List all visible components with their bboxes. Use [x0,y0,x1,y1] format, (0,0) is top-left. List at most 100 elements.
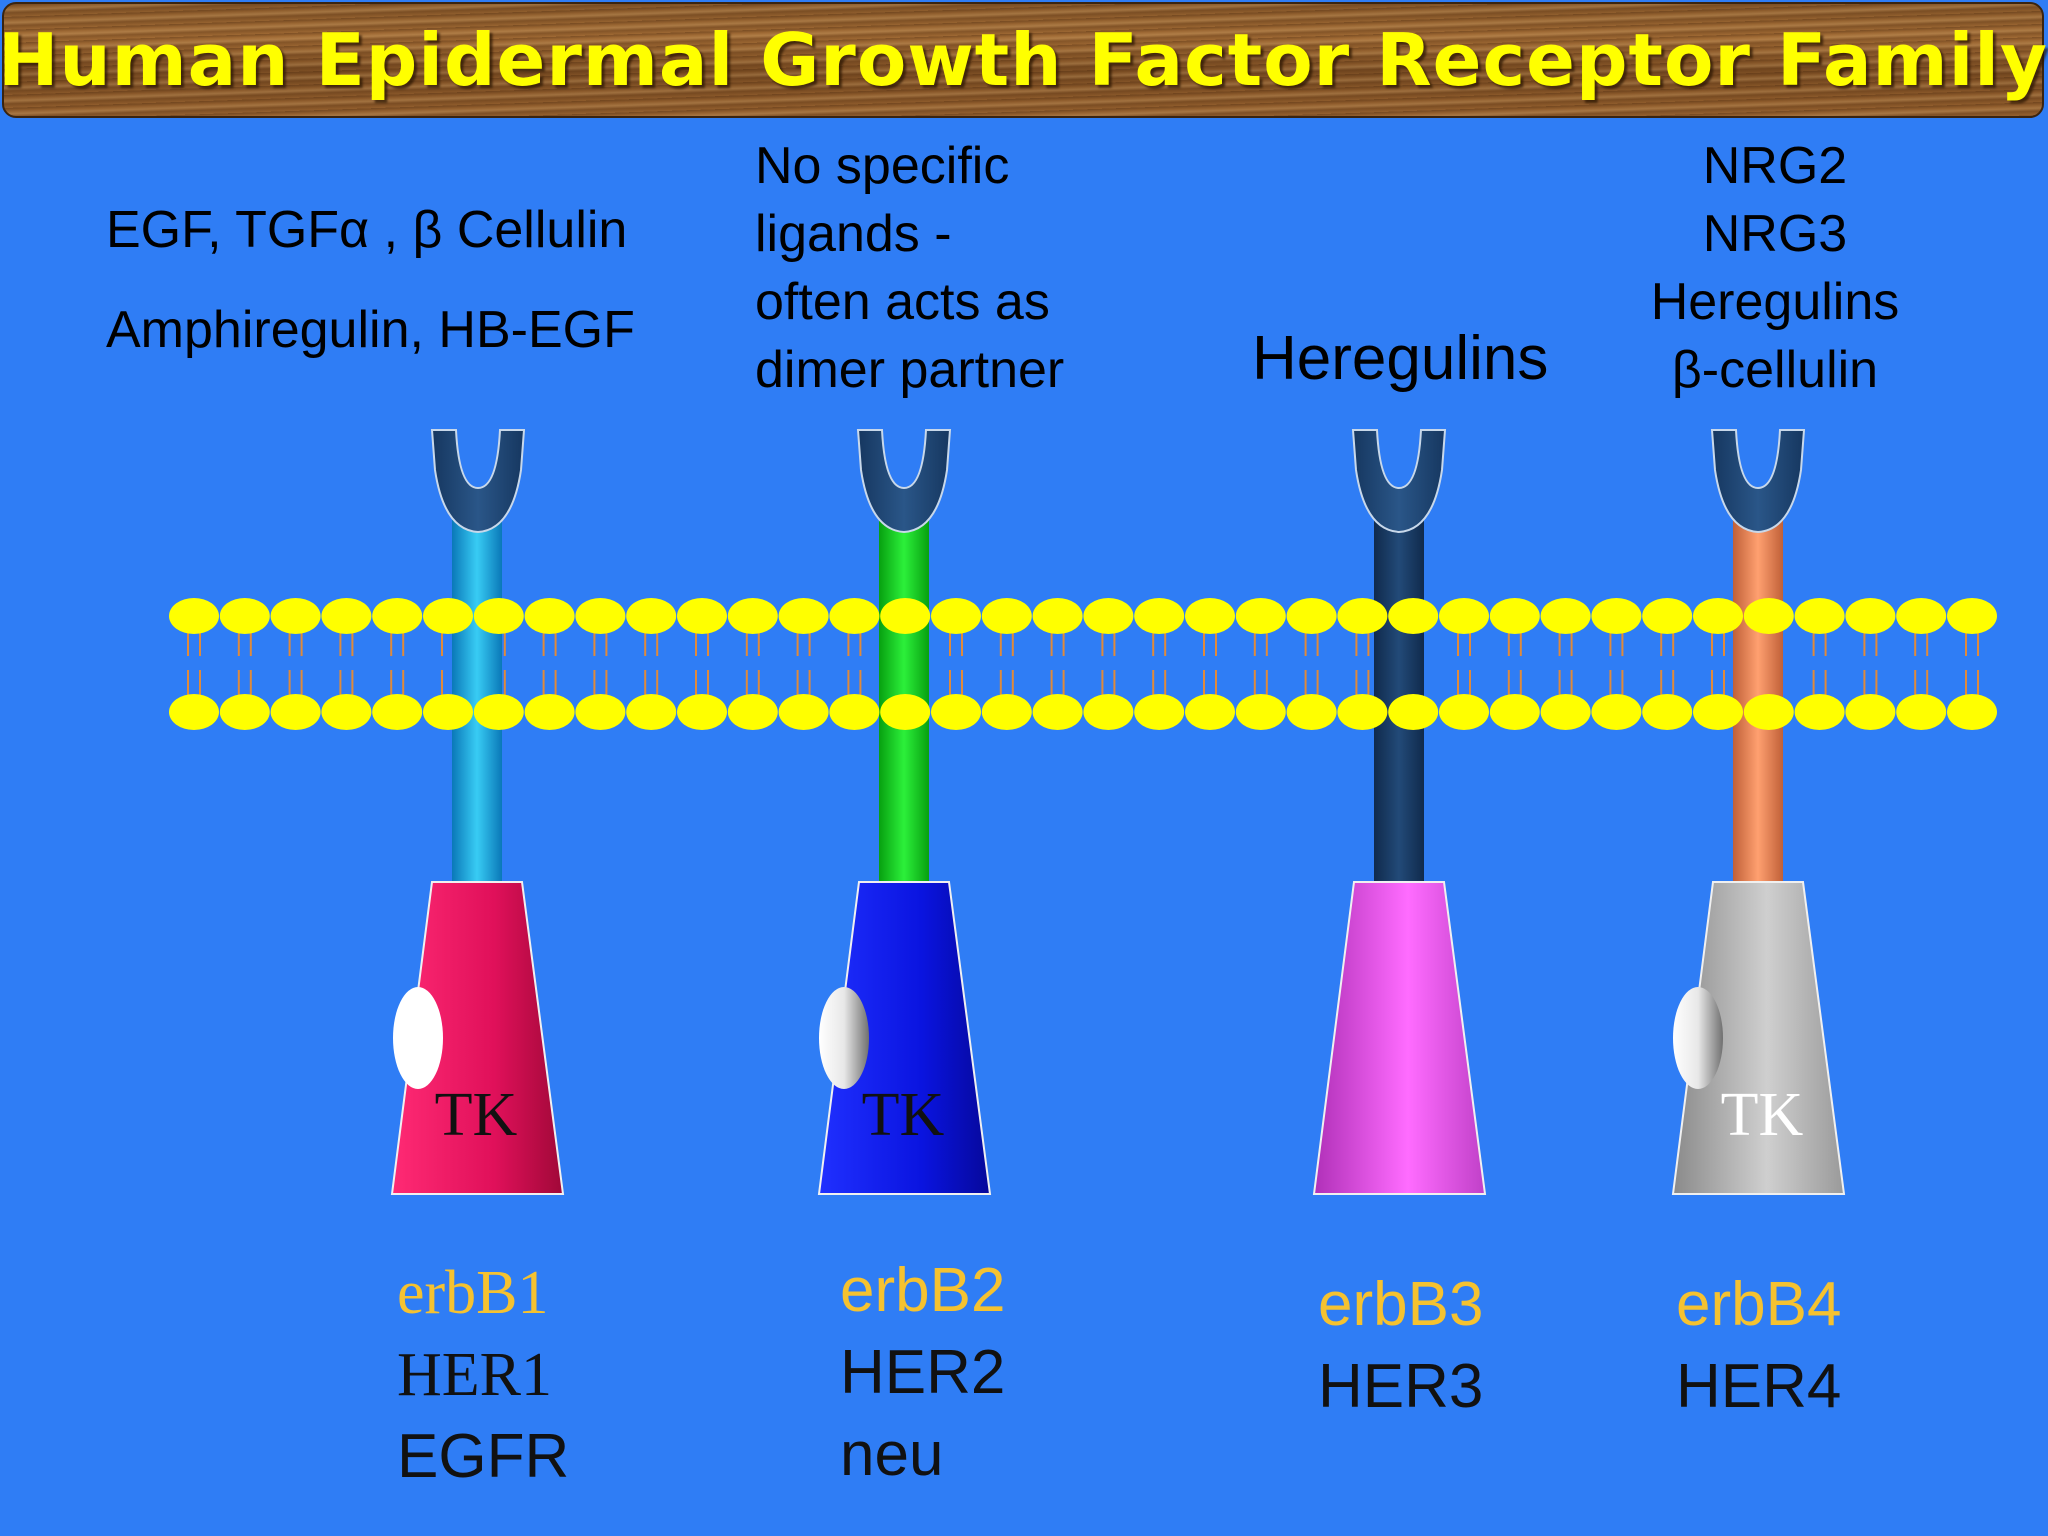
phospholipid-head [575,694,626,730]
phospholipid-head [1947,598,1997,634]
phospholipid-head [1337,694,1388,730]
phospholipid-head [1489,694,1540,730]
phospholipid-head [1032,694,1083,730]
erbb2-ligand-binding-domain [856,429,952,534]
phospholipid-head [727,598,778,634]
erbb2-kinase-domain [817,881,992,1195]
phospholipid-head [1439,598,1489,634]
phospholipid-head [1235,694,1286,730]
receptor-names-erbb4: erbB4 HER4 [1676,1264,1841,1428]
erbb1-kinase-domain [390,881,565,1195]
ligand-line: EGF, TGFα , β Cellulin [106,201,628,259]
phospholipid-head [1642,694,1693,730]
erbb4-ligand-binding-domain [1710,429,1806,534]
erbb4-kinase-domain [1671,881,1846,1195]
phospholipid-head [1896,694,1947,730]
phospholipid-head [1743,598,1794,634]
phospholipid-head [473,694,524,730]
ligand-line: NRG3 [1702,205,1848,263]
ligand-line: β-cellulin [1671,341,1879,399]
phospholipid-head [372,694,423,730]
phospholipid-head [626,694,677,730]
phospholipid-head [1134,694,1185,730]
phospholipid-head [931,694,981,730]
receptor-name-erbb1: erbB1 [397,1259,549,1327]
receptor-names-erbb2: erbB2 HER2 neu [840,1250,1005,1496]
phospholipid-head [1947,694,1997,730]
phospholipid-head [981,598,1032,634]
phospholipid-head [524,694,575,730]
phospholipid-head [1845,694,1896,730]
phospholipid-head [1845,598,1896,634]
phospholipid-head [169,694,219,730]
phospholipid-head [270,598,321,634]
phospholipid-head [321,598,372,634]
phospholipid-head [829,694,880,730]
phospholipid-head [1540,694,1591,730]
phospholipid-head [1540,598,1591,634]
title-banner: Human Epidermal Growth Factor Receptor F… [0,2,2047,118]
phospholipid-head [677,694,727,730]
receptor-name-erbb2: erbB2 [840,1256,1006,1325]
phospholipid-head [626,598,677,634]
erbb1-binding-site-oval [393,987,443,1089]
phospholipid-head [372,598,423,634]
erbb1-ligand-binding-domain [430,429,526,534]
ligand-line: NRG2 [1702,137,1848,195]
receptor-name-neu: neu [840,1420,944,1489]
phospholipid-head [270,694,321,730]
ligand-line: Heregulins [1252,324,1549,393]
phospholipid-head [727,694,778,730]
receptor-name-her1: HER1 [397,1341,552,1409]
phospholipid-head [524,598,575,634]
ligand-line: No specific [755,137,1010,195]
phospholipid-head [1083,598,1134,634]
phospholipid-head [1388,694,1439,730]
phospholipid-head [1286,598,1337,634]
phospholipid-head [1235,598,1286,634]
phospholipid-head [677,598,727,634]
phospholipid-head [1337,598,1388,634]
erbb4-binding-site-oval [1673,987,1723,1089]
receptor-name-her4: HER4 [1676,1352,1842,1421]
receptor-names-erbb3: erbB3 HER3 [1318,1264,1483,1428]
receptor-name-her2: HER2 [840,1338,1006,1407]
phospholipid-head [473,598,524,634]
phospholipid-head [423,694,473,730]
phospholipid-head [1591,598,1642,634]
phospholipid-head [1693,694,1743,730]
receptor-name-erbb3: erbB3 [1318,1270,1484,1339]
erbb4-tk-label: TK [1721,1081,1804,1149]
ligand-text-erbb1: EGF, TGFα , β Cellulin Amphiregulin, HB-… [106,196,635,364]
phospholipid-head [1185,598,1235,634]
phospholipid-head [1032,598,1083,634]
ligand-text-erbb2: No specific ligands - often acts as dime… [755,132,1064,404]
phospholipid-head [1083,694,1134,730]
phospholipid-head [880,694,931,730]
phospholipid-head [219,598,270,634]
ligand-text-erbb4: NRG2 NRG3 Heregulins β-cellulin [1580,132,1970,404]
phospholipid-head [1794,694,1845,730]
receptor-name-egfr: EGFR [397,1422,570,1491]
phospholipid-head [423,598,473,634]
phospholipid-head [778,694,829,730]
erbb2-binding-site-oval [819,987,869,1089]
phospholipid-head [1286,694,1337,730]
phospholipid-head [575,598,626,634]
ligand-line: ligands - [755,205,952,263]
phospholipid-head [931,598,981,634]
phospholipid-head [1642,598,1693,634]
phospholipid-head [1388,598,1439,634]
phospholipid-head [1591,694,1642,730]
receptor-name-her3: HER3 [1318,1352,1484,1421]
phospholipid-head [1489,598,1540,634]
receptor-names-erbb1: erbB1 HER1 EGFR [397,1252,569,1498]
ligand-line: often acts as [755,273,1050,331]
phospholipid-head [321,694,372,730]
ligand-line: Amphiregulin, HB-EGF [106,301,635,359]
phospholipid-head [1743,694,1794,730]
phospholipid-head [778,598,829,634]
receptor-name-erbb4: erbB4 [1676,1270,1842,1339]
ligand-text-erbb3: Heregulins [1252,322,1548,396]
